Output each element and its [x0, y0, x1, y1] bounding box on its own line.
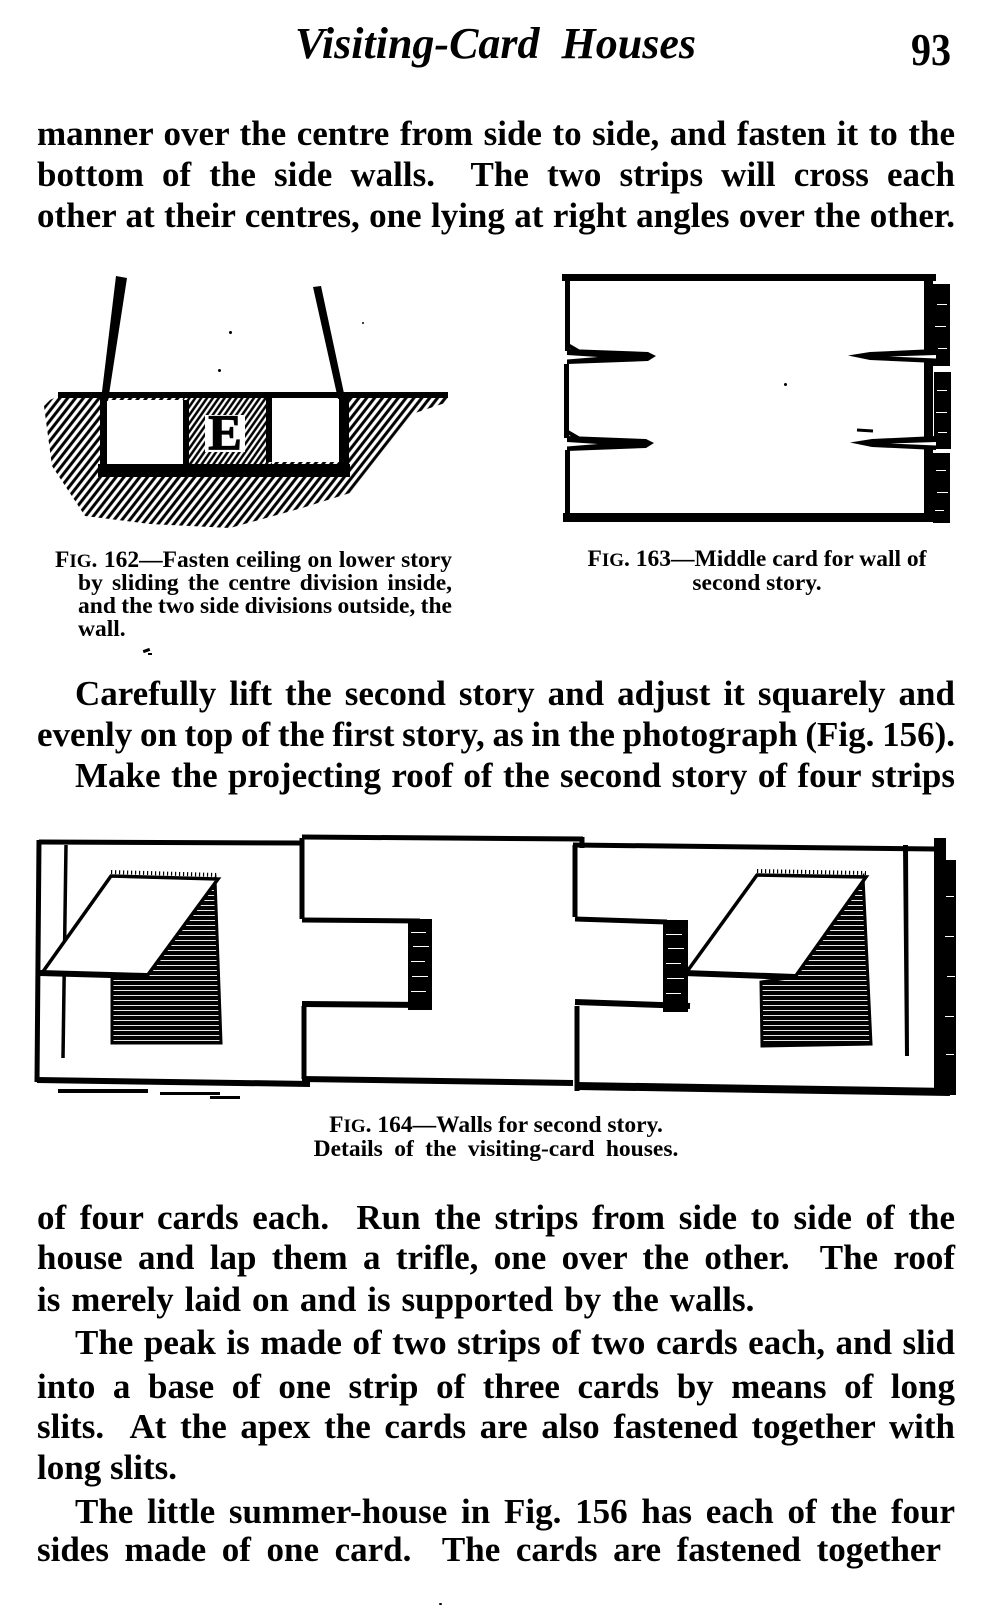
svg-text:E: E	[208, 404, 241, 460]
